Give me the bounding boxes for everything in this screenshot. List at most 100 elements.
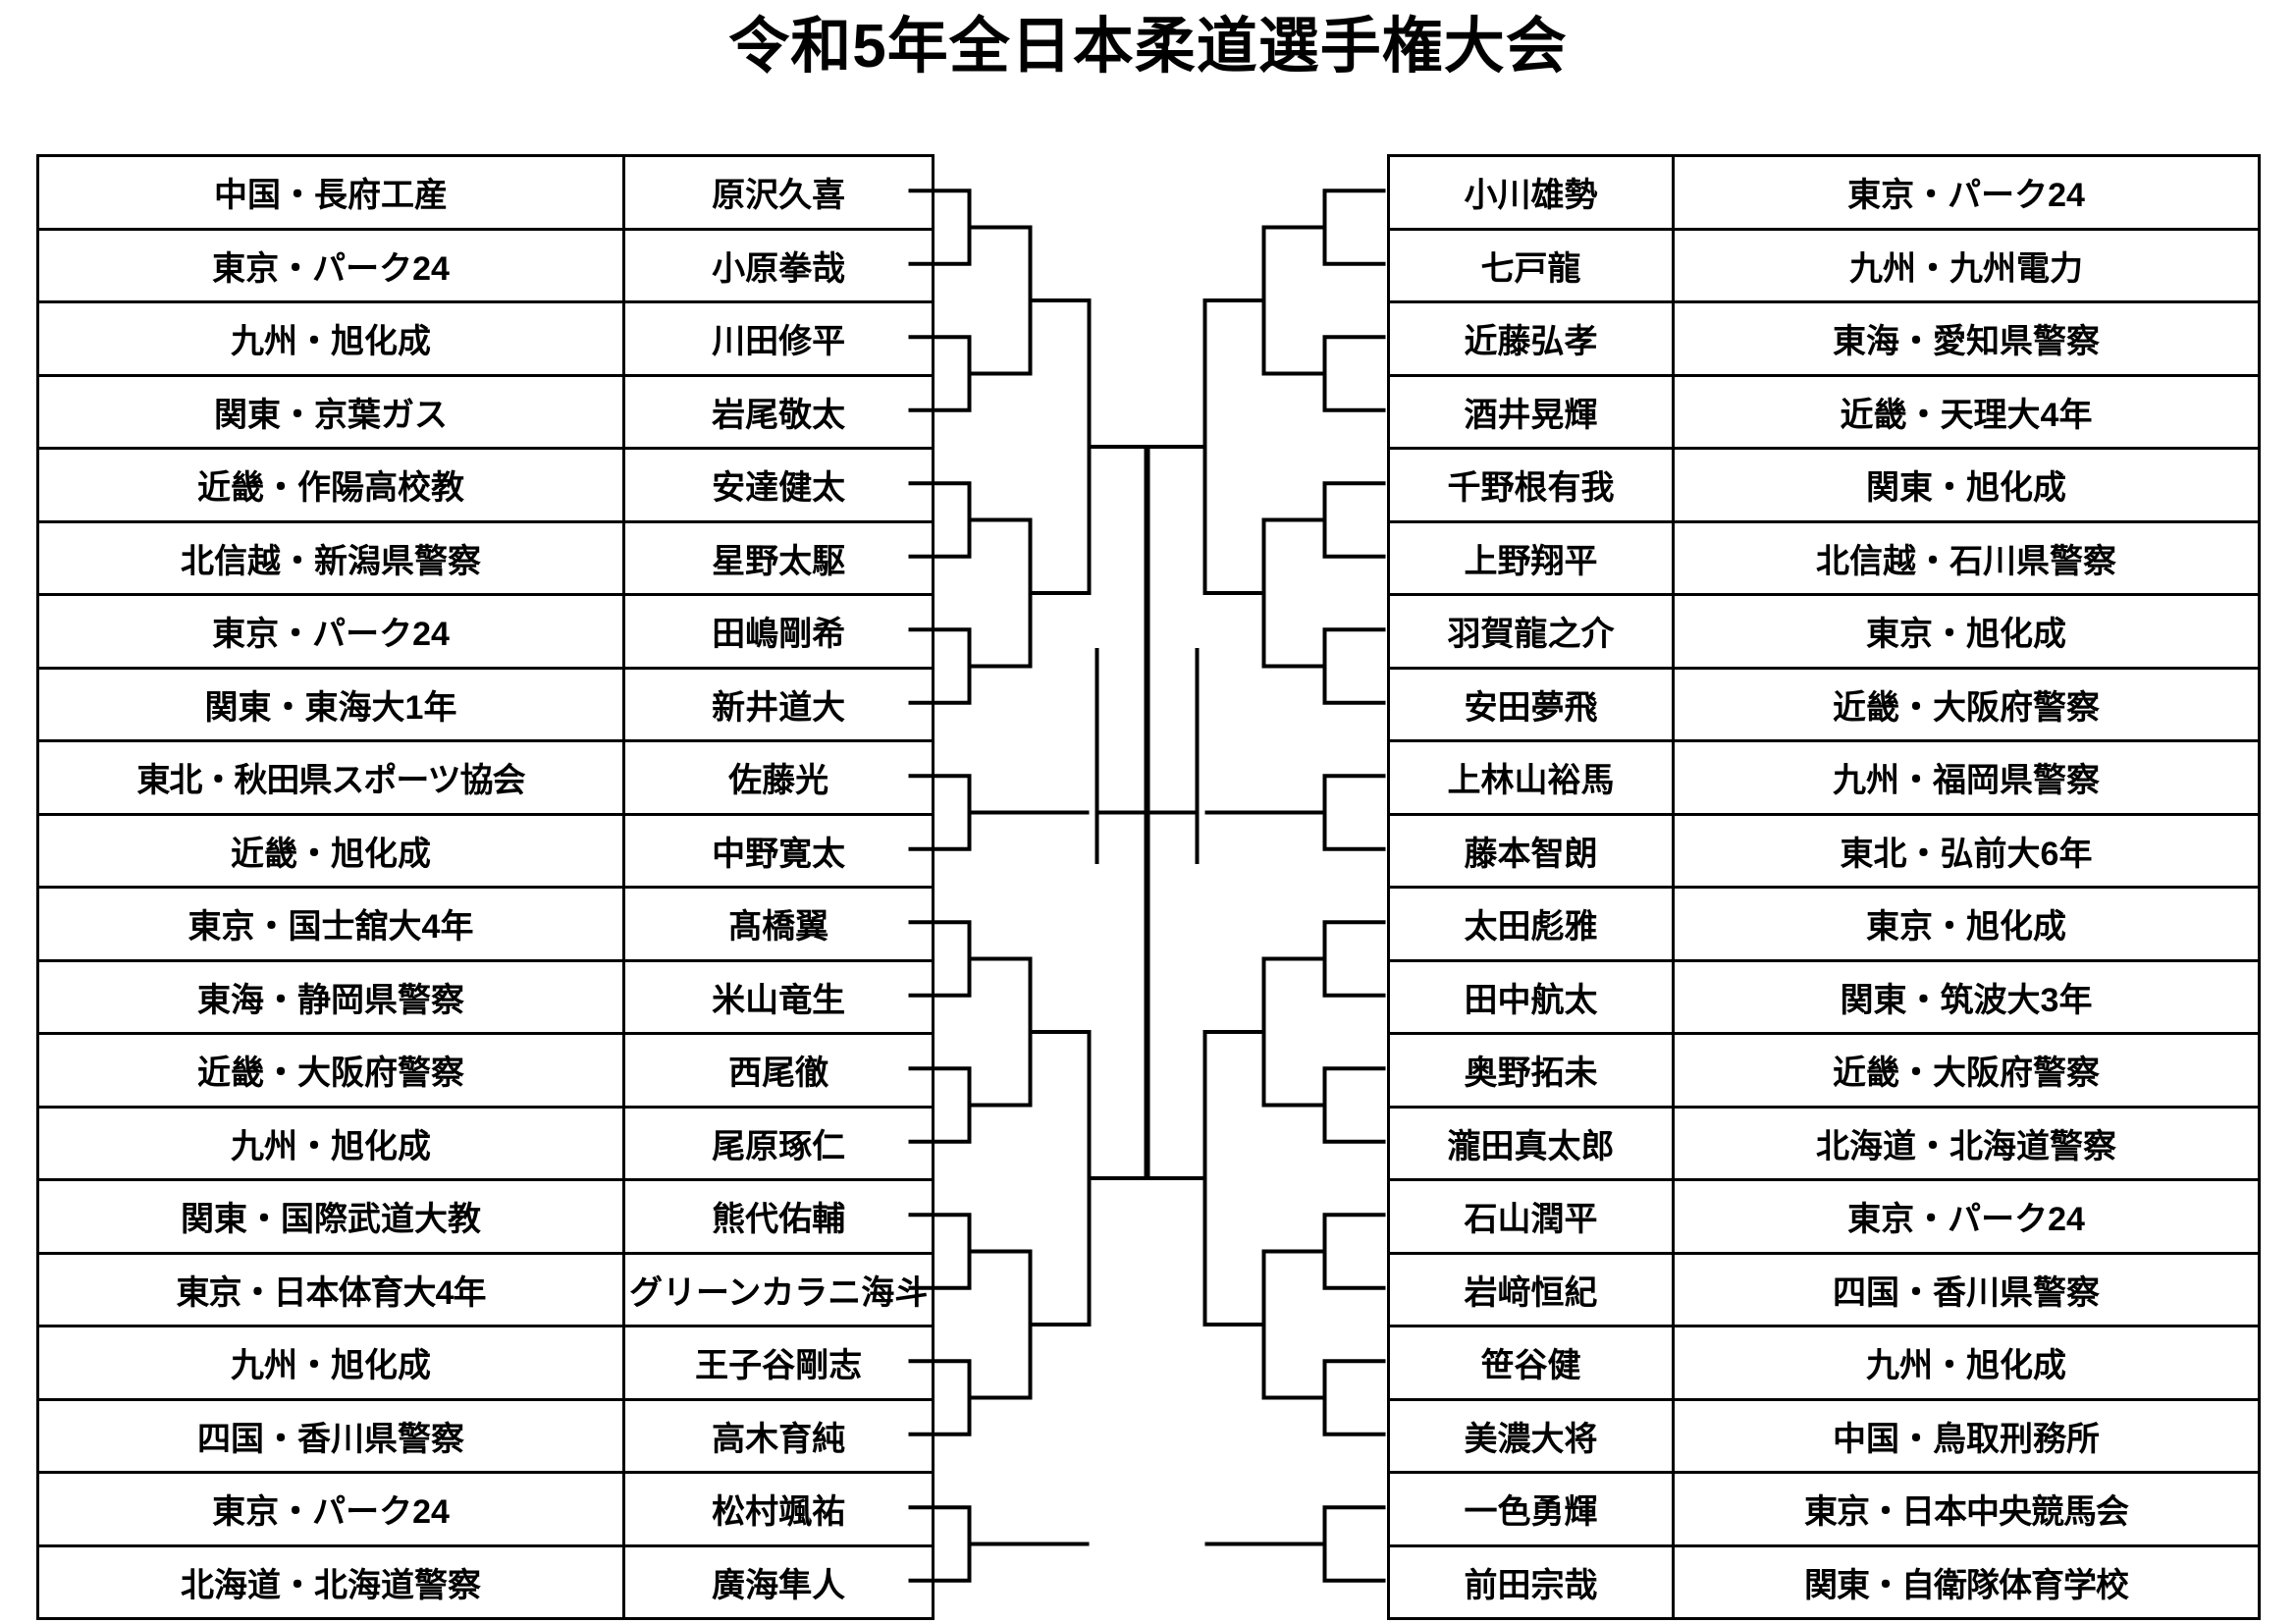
entrant-name: 髙橋翼 [621, 886, 935, 962]
entrant-affiliation: 近畿・大阪府警察 [1672, 1032, 2261, 1109]
entrant-name: 上林山裕馬 [1387, 739, 1675, 816]
entrant-name: 熊代佑輔 [621, 1178, 935, 1255]
entrant-name: 星野太駆 [621, 519, 935, 596]
table-row: 太田彪雅東京・旭化成 [1387, 886, 2261, 962]
table-row: 東京・日本体育大4年グリーンカラニ海斗 [36, 1251, 935, 1327]
page-title: 令和5年全日本柔道選手権大会 [728, 13, 1568, 81]
table-row: 七戸龍九州・九州電力 [1387, 227, 2261, 303]
entrant-name: 中野寛太 [621, 812, 935, 889]
table-row: 田中航太関東・筑波大3年 [1387, 958, 2261, 1035]
entrant-affiliation: 九州・旭化成 [36, 1105, 625, 1181]
entrant-affiliation: 北海道・北海道警察 [1672, 1105, 2261, 1181]
entrant-name: 原沢久喜 [621, 154, 935, 231]
entrant-affiliation: 近畿・天理大4年 [1672, 373, 2261, 450]
entrant-affiliation: 東京・日本体育大4年 [36, 1251, 625, 1327]
table-row: 中国・長府工産原沢久喜 [36, 154, 935, 231]
table-row: 笹谷健九州・旭化成 [1387, 1325, 2261, 1401]
table-row: 関東・京葉ガス岩尾敬太 [36, 373, 935, 450]
table-row: 美濃大将中国・鳥取刑務所 [1387, 1397, 2261, 1474]
table-row: 岩﨑恒紀四国・香川県警察 [1387, 1251, 2261, 1327]
table-row: 関東・東海大1年新井道大 [36, 666, 935, 742]
table-row: 瀧田真太郎北海道・北海道警察 [1387, 1105, 2261, 1181]
entrant-name: 酒井晃輝 [1387, 373, 1675, 450]
table-row: 九州・旭化成王子谷剛志 [36, 1325, 935, 1401]
table-row: 近畿・作陽高校教安達健太 [36, 447, 935, 523]
entrant-affiliation: 四国・香川県警察 [36, 1397, 625, 1474]
table-row: 四国・香川県警察高木育純 [36, 1397, 935, 1474]
entrant-name: 藤本智朗 [1387, 812, 1675, 889]
entrant-affiliation: 中国・長府工産 [36, 154, 625, 231]
entrant-affiliation: 関東・旭化成 [1672, 447, 2261, 523]
entrant-name: 石山潤平 [1387, 1178, 1675, 1255]
entrant-affiliation: 東北・秋田県スポーツ協会 [36, 739, 625, 816]
entrant-affiliation: 東京・旭化成 [1672, 886, 2261, 962]
entrant-affiliation: 関東・京葉ガス [36, 373, 625, 450]
entrant-name: 近藤弘孝 [1387, 300, 1675, 377]
table-row: 藤本智朗東北・弘前大6年 [1387, 812, 2261, 889]
entrant-name: 笹谷健 [1387, 1325, 1675, 1401]
entrant-name: 七戸龍 [1387, 227, 1675, 303]
entrant-name: 安田夢飛 [1387, 666, 1675, 742]
entrant-name: 新井道大 [621, 666, 935, 742]
entrant-affiliation: 東京・パーク24 [36, 593, 625, 670]
entrant-affiliation: 九州・旭化成 [1672, 1325, 2261, 1401]
table-row: 一色勇輝東京・日本中央競馬会 [1387, 1471, 2261, 1547]
entrant-affiliation: 近畿・作陽高校教 [36, 447, 625, 523]
table-row: 近畿・旭化成中野寛太 [36, 812, 935, 889]
entrant-name: 高木育純 [621, 1397, 935, 1474]
entrant-affiliation: 東京・パーク24 [36, 227, 625, 303]
entrant-affiliation: 関東・自衛隊体育学校 [1672, 1543, 2261, 1620]
entrant-name: 田嶋剛希 [621, 593, 935, 670]
entrant-affiliation: 東京・パーク24 [1672, 154, 2261, 231]
entrant-affiliation: 東京・日本中央競馬会 [1672, 1471, 2261, 1547]
entrant-affiliation: 四国・香川県警察 [1672, 1251, 2261, 1327]
table-row: 安田夢飛近畿・大阪府警察 [1387, 666, 2261, 742]
entrant-affiliation: 近畿・大阪府警察 [36, 1032, 625, 1109]
entrant-name: 小川雄勢 [1387, 154, 1675, 231]
entrant-name: 米山竜生 [621, 958, 935, 1035]
table-row: 近畿・大阪府警察西尾徹 [36, 1032, 935, 1109]
entrant-name: 小原拳哉 [621, 227, 935, 303]
table-row: 北海道・北海道警察廣海隼人 [36, 1543, 935, 1620]
entrant-affiliation: 近畿・大阪府警察 [1672, 666, 2261, 742]
entrant-name: 松村颯祐 [621, 1471, 935, 1547]
entrant-affiliation: 中国・鳥取刑務所 [1672, 1397, 2261, 1474]
entrant-name: 一色勇輝 [1387, 1471, 1675, 1547]
entrant-name: 安達健太 [621, 447, 935, 523]
table-row: 関東・国際武道大教熊代佑輔 [36, 1178, 935, 1255]
entrant-name: 千野根有我 [1387, 447, 1675, 523]
table-row: 石山潤平東京・パーク24 [1387, 1178, 2261, 1255]
entrant-name: 奥野拓未 [1387, 1032, 1675, 1109]
entrant-name: 瀧田真太郎 [1387, 1105, 1675, 1181]
table-row: 酒井晃輝近畿・天理大4年 [1387, 373, 2261, 450]
table-row: 千野根有我関東・旭化成 [1387, 447, 2261, 523]
entrant-affiliation: 関東・国際武道大教 [36, 1178, 625, 1255]
entrant-name: 田中航太 [1387, 958, 1675, 1035]
entrant-affiliation: 九州・旭化成 [36, 300, 625, 377]
entrant-name: 佐藤光 [621, 739, 935, 816]
entrant-name: 西尾徹 [621, 1032, 935, 1109]
entrant-name: 羽賀龍之介 [1387, 593, 1675, 670]
table-row: 上林山裕馬九州・福岡県警察 [1387, 739, 2261, 816]
entrant-affiliation: 九州・九州電力 [1672, 227, 2261, 303]
entrant-affiliation: 東京・国士舘大4年 [36, 886, 625, 962]
table-row: 北信越・新潟県警察星野太駆 [36, 519, 935, 596]
table-row: 九州・旭化成川田修平 [36, 300, 935, 377]
entrant-affiliation: 東海・愛知県警察 [1672, 300, 2261, 377]
entrant-affiliation: 九州・福岡県警察 [1672, 739, 2261, 816]
entrant-affiliation: 東京・旭化成 [1672, 593, 2261, 670]
entrant-affiliation: 東京・パーク24 [36, 1471, 625, 1547]
entrant-affiliation: 東海・静岡県警察 [36, 958, 625, 1035]
table-row: 東海・静岡県警察米山竜生 [36, 958, 935, 1035]
entrant-name: 廣海隼人 [621, 1543, 935, 1620]
entrant-name: 上野翔平 [1387, 519, 1675, 596]
table-row: 東北・秋田県スポーツ協会佐藤光 [36, 739, 935, 816]
entrant-affiliation: 北信越・石川県警察 [1672, 519, 2261, 596]
entrant-name: 岩尾敬太 [621, 373, 935, 450]
